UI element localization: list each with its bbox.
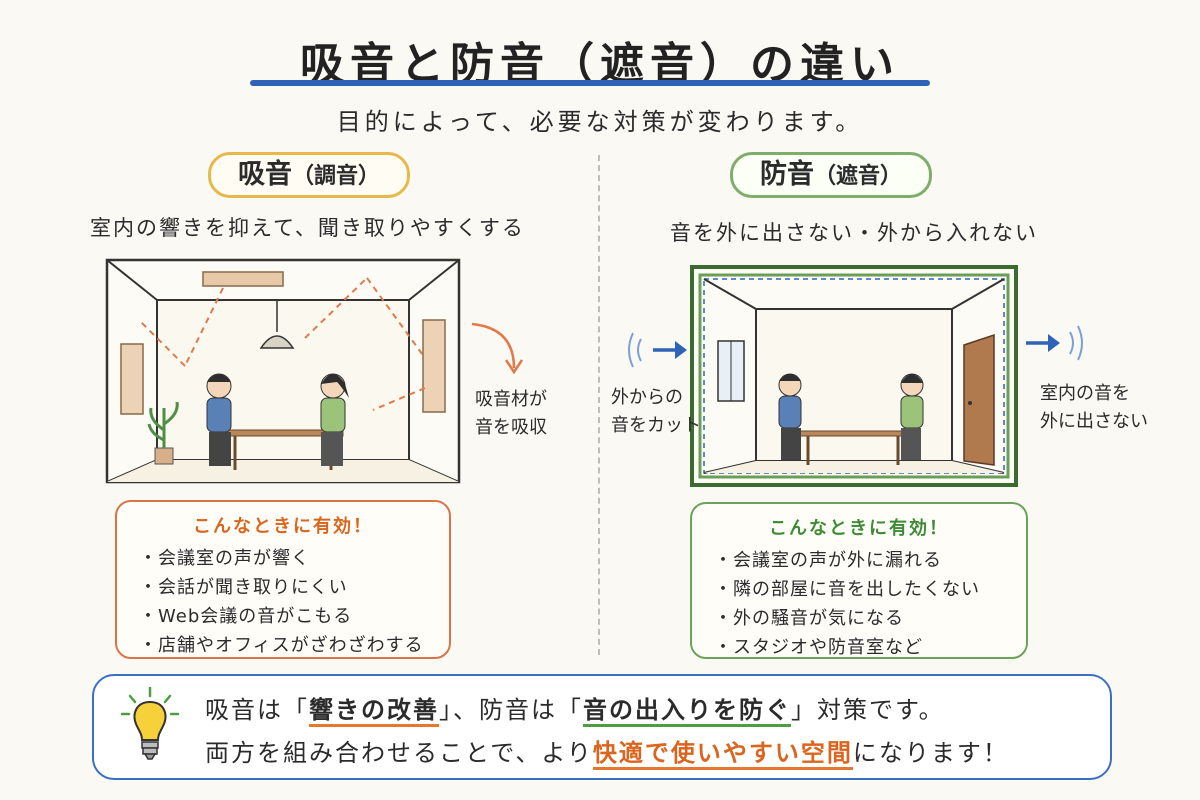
absorb-heading: 吸音 xyxy=(237,159,292,190)
soundproof-case-item: 隣の部屋に音を出したくない xyxy=(714,575,1026,604)
outgoing-sound-arrow xyxy=(1026,325,1083,361)
lightbulb-icon xyxy=(120,686,180,760)
summary-highlight-comfort: 快適で使いやすい空間 xyxy=(592,739,853,770)
summary-line-1: 吸音は「響きの改善」、防音は「音の出入りを防ぐ」対策です。 xyxy=(205,690,945,727)
incoming-label-line1: 外からの xyxy=(611,387,683,408)
absorb-case-item: 店舗やオフィスがざわざわする xyxy=(139,631,449,660)
soundproof-room-illustration xyxy=(690,265,1018,487)
absorb-effective-box: こんなときに有効！ 会議室の声が響く 会話が聞き取りにくい Web会議の音がこも… xyxy=(115,500,451,659)
title-underline xyxy=(250,80,930,86)
absorb-box-title: こんなときに有効！ xyxy=(193,516,373,537)
soundproof-case-list: 会議室の声が外に漏れる 隣の部屋に音を出したくない 外の騒音が気になる スタジオ… xyxy=(692,546,1026,662)
absorb-case-list: 会議室の声が響く 会話が聞き取りにくい Web会議の音がこもる 店舗やオフィスが… xyxy=(117,544,449,660)
absorb-case-item: 会議室の声が響く xyxy=(139,544,449,573)
absorb-heading-pill: 吸音（調音） xyxy=(208,152,410,198)
page-subtitle: 目的によって、必要な対策が変わります。 xyxy=(336,108,864,136)
soundproof-tagline: 音を外に出さない・外から入れない xyxy=(670,221,1038,245)
summary-line-2: 両方を組み合わせることで、より快適で使いやすい空間になります！ xyxy=(205,733,1009,770)
summary-highlight-soundproof: 音の出入りを防ぐ xyxy=(583,696,791,727)
summary-text: 吸音は「 xyxy=(205,696,309,724)
soundproof-heading: 防音 xyxy=(759,159,814,190)
soundproof-effective-box: こんなときに有効！ 会議室の声が外に漏れる 隣の部屋に音を出したくない 外の騒音… xyxy=(690,502,1028,659)
soundproof-box-title: こんなときに有効！ xyxy=(769,518,949,539)
summary-text: 」対策です。 xyxy=(791,696,945,724)
summary-text: 」、防音は「 xyxy=(439,696,583,724)
absorb-case-item: 会話が聞き取りにくい xyxy=(139,573,449,602)
absorb-side-label: 吸音材が 音を吸収 xyxy=(475,386,547,442)
absorb-case-item: Web会議の音がこもる xyxy=(139,602,449,631)
absorb-side-label-line1: 吸音材が xyxy=(475,389,547,410)
incoming-label-line2: 音をカット xyxy=(611,415,701,436)
absorb-side-label-line2: 音を吸収 xyxy=(475,417,547,438)
outgoing-label-line2: 外に出さない xyxy=(1040,411,1148,432)
absorb-tagline: 室内の響きを抑えて、聞き取りやすくする xyxy=(90,216,525,240)
soundproof-case-item: スタジオや防音室など xyxy=(714,633,1026,662)
outgoing-sound-label: 室内の音を 外に出さない xyxy=(1040,380,1148,436)
summary-text: 両方を組み合わせることで、より xyxy=(205,739,593,767)
absorb-curved-arrow xyxy=(471,322,524,375)
center-divider xyxy=(598,155,600,655)
soundproof-case-item: 会議室の声が外に漏れる xyxy=(714,546,1026,575)
incoming-sound-arrow xyxy=(628,332,687,368)
soundproof-heading-sub: （遮音） xyxy=(813,164,902,189)
absorb-room-illustration xyxy=(105,258,461,484)
summary-highlight-absorb: 響きの改善 xyxy=(309,696,439,727)
soundproof-heading-pill: 防音（遮音） xyxy=(730,152,932,198)
outgoing-label-line1: 室内の音を xyxy=(1040,383,1130,404)
absorb-heading-sub: （調音） xyxy=(291,164,380,189)
soundproof-case-item: 外の騒音が気になる xyxy=(714,604,1026,633)
summary-box xyxy=(92,674,1112,780)
incoming-sound-label: 外からの 音をカット xyxy=(611,384,701,440)
summary-text: になります！ xyxy=(852,739,1009,767)
